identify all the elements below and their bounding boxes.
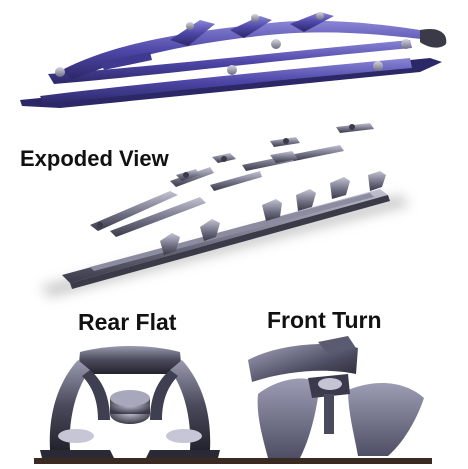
middle-rail bbox=[48, 40, 412, 84]
exploded-view-illustration bbox=[40, 123, 410, 297]
joint-pins bbox=[55, 12, 411, 77]
front-turn-label: Front Turn bbox=[267, 307, 382, 333]
ground-line bbox=[34, 458, 432, 464]
rear-flat-label: Rear Flat bbox=[78, 309, 177, 335]
lower-rail bbox=[40, 58, 412, 104]
exploded-view-label: Expoded View bbox=[20, 146, 169, 171]
assembled-foot-illustration bbox=[20, 12, 447, 108]
front-turn-illustration bbox=[248, 336, 424, 458]
rear-flat-illustration bbox=[40, 346, 220, 458]
toe-pad bbox=[420, 28, 447, 48]
